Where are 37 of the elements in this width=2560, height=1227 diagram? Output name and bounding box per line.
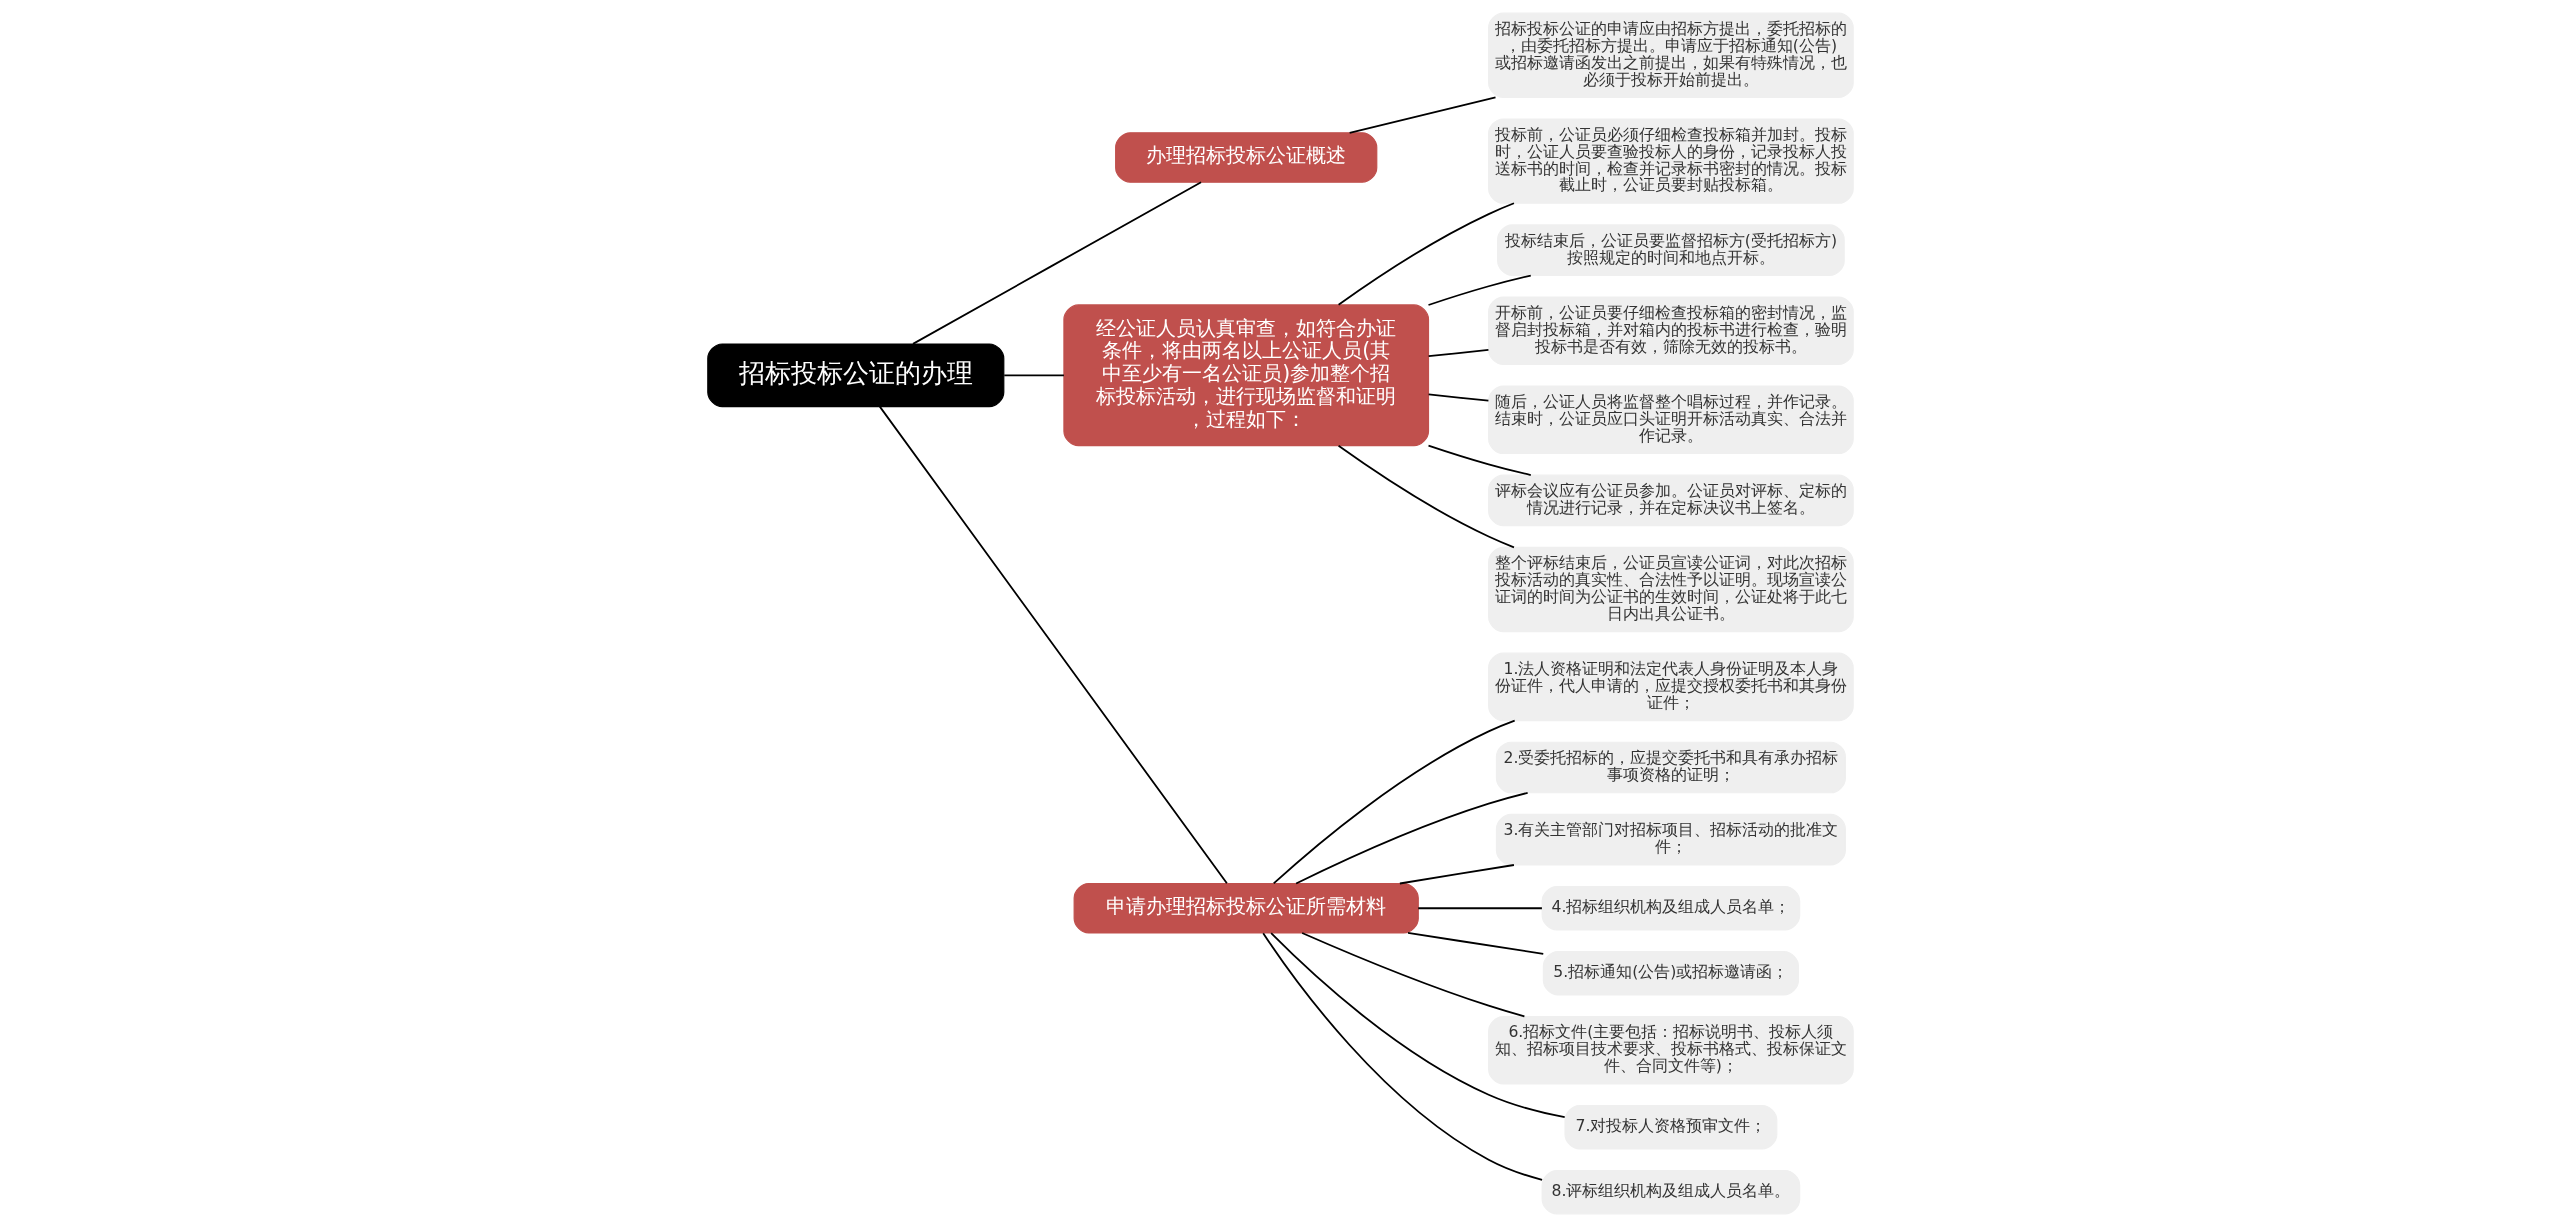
node-box: 申请办理招标投标公证所需材料 — [1073, 883, 1419, 934]
connector — [1416, 907, 1543, 910]
node-box: 随后，公证人员将监督整个唱标过程，并作记录。结束时，公证员应口头证明开标活动真实、合法并作记录。 — [1487, 385, 1854, 455]
node-box: 8.评标组织机构及组成人员名单。 — [1541, 1169, 1800, 1215]
node-box: 办理招标投标公证概述 — [1114, 132, 1377, 183]
node-box: 整个评标结束后，公证员宣读公证词，对此次招标投标活动的真实性、合法性予以证明。现场宣读公证词的时间为公证书的生效时间，公证处将于此七日内出具公证书。 — [1487, 546, 1854, 633]
connector — [1337, 202, 1515, 306]
node-box: 7.对投标人资格预审文件； — [1563, 1105, 1777, 1150]
node-box: 3.有关主管部门对招标项目、招标活动的批准文件； — [1495, 813, 1846, 866]
connector — [1398, 864, 1515, 885]
connector — [1427, 444, 1532, 476]
node-box: 5.招标通知(公告)或招标邀请函； — [1542, 951, 1799, 996]
node-box: 投标结束后，公证员要监督招标方(受托招标方)按照规定的时间和地点开标。 — [1496, 224, 1845, 277]
node-box: 招标投标公证的办理 — [706, 343, 1004, 408]
node-box: 2.受委托招标的，应提交委托书和具有承办招标事项资格的证明； — [1495, 741, 1846, 794]
node-box: 6.招标文件(主要包括：招标说明书、投标人须知、招标项目技术要求、投标书格式、投标保证文件、合同文件等)； — [1487, 1015, 1854, 1085]
connector — [1427, 349, 1489, 358]
node-box: 评标会议应有公证员参加。公证员对评标、定标的情况进行记录，并在定标决议书上签名。 — [1487, 474, 1854, 527]
connector — [911, 181, 1202, 345]
connector — [1427, 393, 1489, 402]
connector — [1261, 932, 1543, 1181]
connector — [1002, 374, 1065, 377]
node-box: 1.法人资格证明和法定代表人身份证明及本人身份证件，代人申请的，应提交授权委托书和其身份证件； — [1487, 652, 1854, 722]
connector — [1294, 791, 1529, 885]
connector — [878, 405, 1228, 885]
connector — [1427, 274, 1532, 306]
node-box: 招标投标公证的申请应由招标方提出，委托招标的，由委托招标方提出。申请应于招标通知(公告)或招标邀请函发出之前提出，如果有特殊情况，也必须于投标开始前提出。 — [1487, 12, 1854, 98]
node-box: 4.招标组织机构及组成人员名单； — [1541, 886, 1800, 931]
connector — [1406, 932, 1544, 955]
connector — [1272, 719, 1516, 885]
node-box: 经公证人员认真审查，如符合办证条件，将由两名以上公证人员(其中至少有一名公证员)参加整个招标投标活动，进行现场监督和证明，过程如下： — [1062, 304, 1429, 447]
connector — [1269, 932, 1566, 1119]
node-box: 投标前，公证员必须仔细检查投标箱并加封。投标时，公证人员要查验投标人的身份，记录投标人投送标书的时间，检查并记录标书密封的情况。投标截止时，公证员要封贴投标箱。 — [1487, 118, 1854, 204]
connector — [1337, 444, 1515, 549]
node-box: 开标前，公证员要仔细检查投标箱的密封情况，监督启封投标箱，并对箱内的投标书进行检查，验明投标书是否有效，筛除无效的投标书。 — [1487, 296, 1854, 366]
connector — [1300, 932, 1525, 1018]
connector — [1348, 96, 1496, 134]
